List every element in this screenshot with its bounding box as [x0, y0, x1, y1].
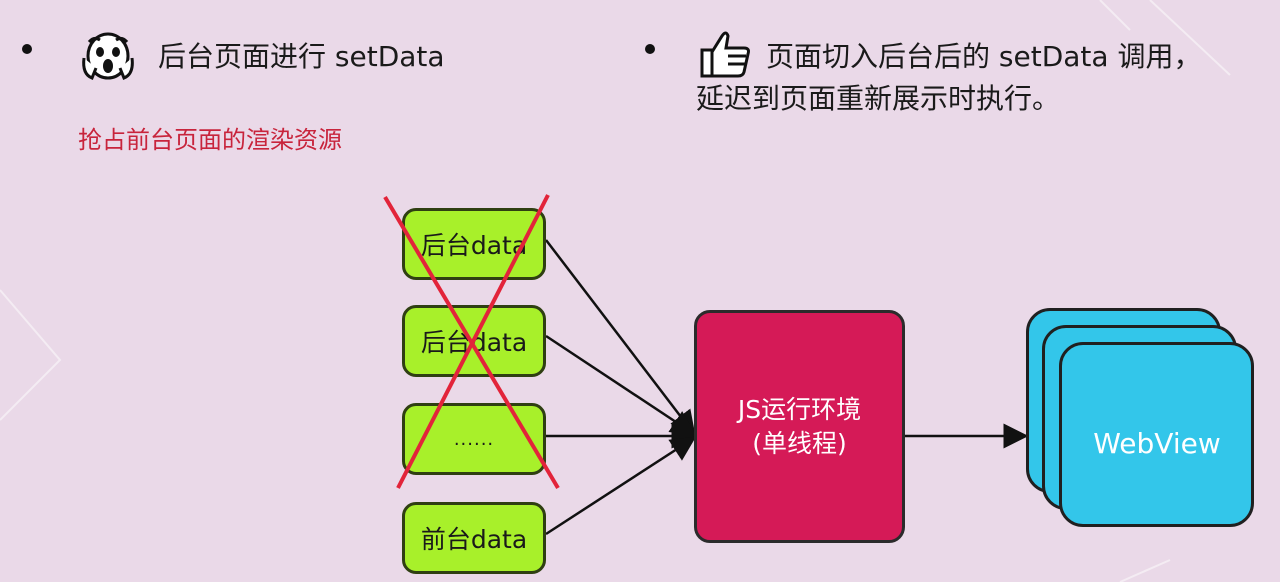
- webview-card-front: [1059, 342, 1254, 527]
- connector-data-1: [545, 239, 696, 436]
- right-bullet: [645, 44, 655, 54]
- left-heading: 后台页面进行 setData: [158, 40, 445, 73]
- webview-label: WebView: [1093, 426, 1221, 460]
- left-note: 抢占前台页面的渲染资源: [78, 126, 342, 154]
- js-runtime-thread-label: (单线程): [752, 428, 847, 458]
- thumbs-up-icon: [700, 31, 750, 78]
- connector-data-2: [545, 334, 697, 436]
- js-runtime-label: JS运行环境: [737, 394, 862, 424]
- data-box-ellipsis: ......: [402, 403, 546, 475]
- data-box-foreground: 前台data: [402, 502, 546, 574]
- js-runtime-box: JS运行环境 (单线程): [694, 310, 905, 543]
- scream-face-icon: [82, 32, 134, 80]
- left-bullet: [22, 44, 32, 54]
- connector-data-4: [545, 436, 697, 536]
- right-heading-line1: 页面切入后台后的 setData 调用，: [766, 40, 1202, 73]
- right-heading-line2: 延迟到页面重新展示时执行。: [696, 82, 1061, 115]
